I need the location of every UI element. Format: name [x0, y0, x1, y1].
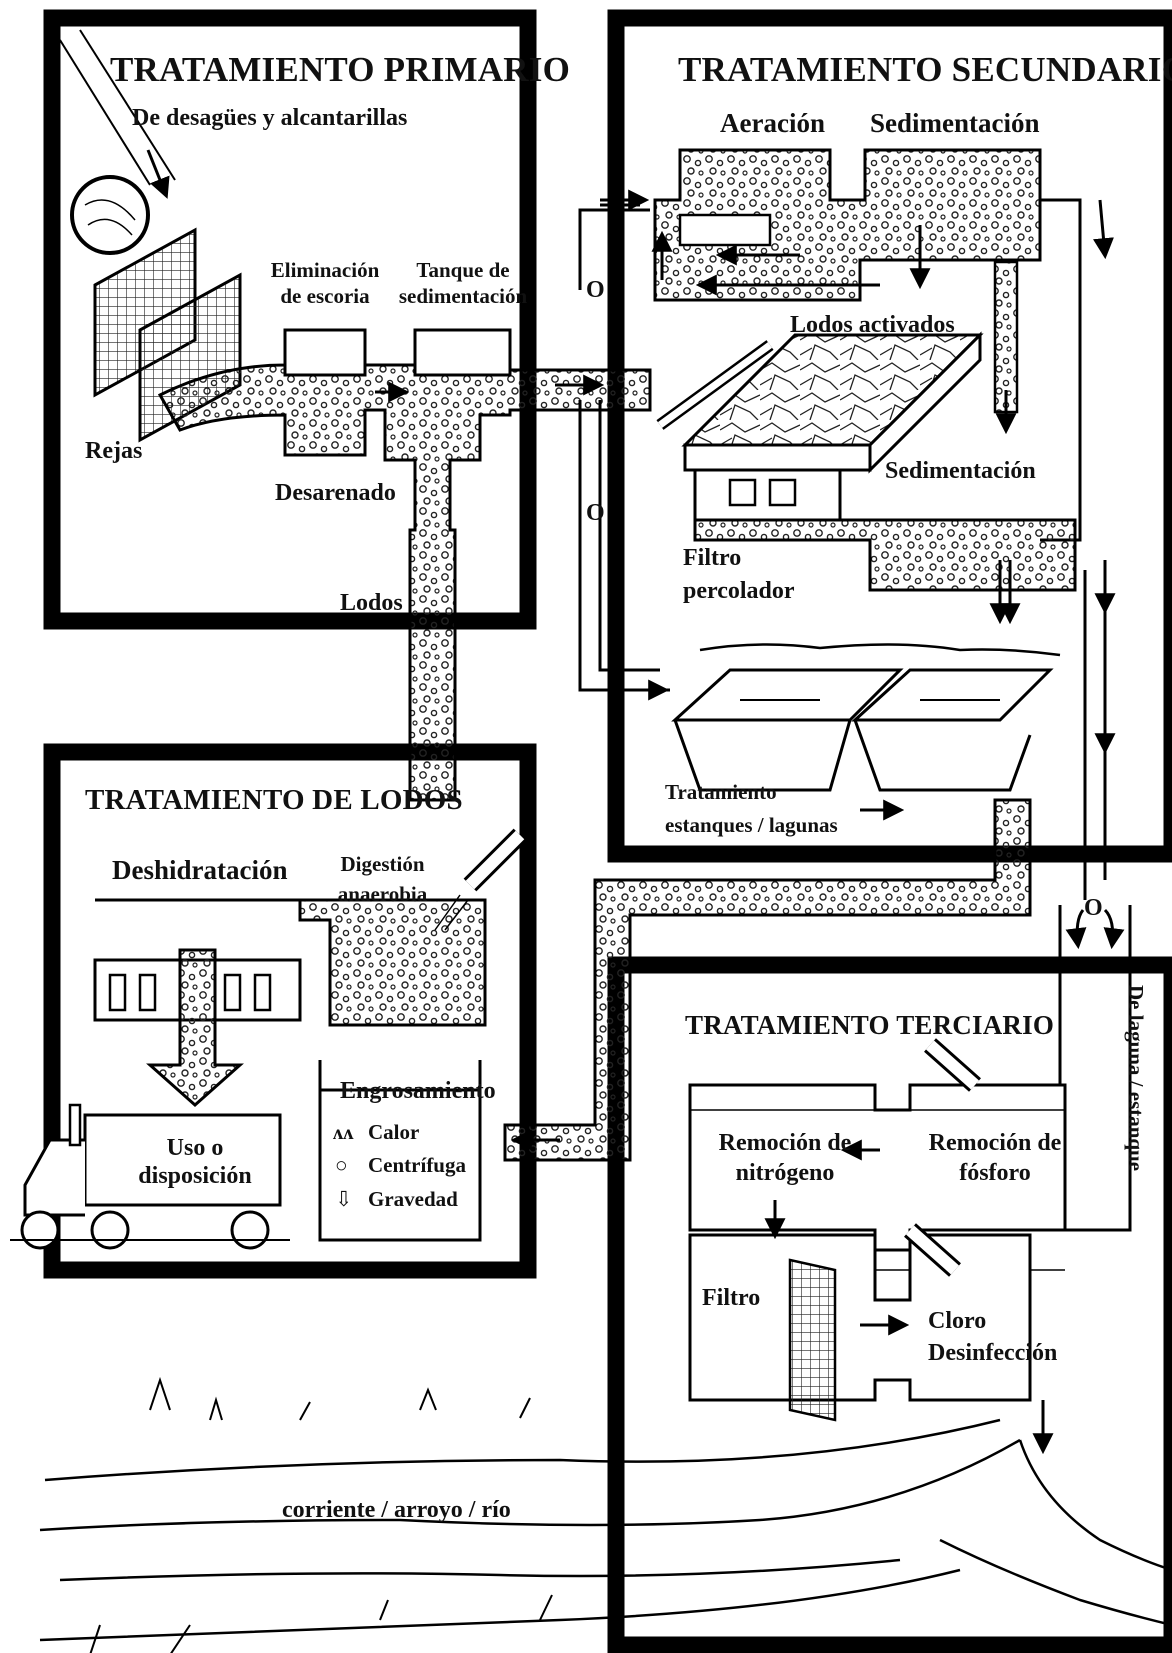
disinfection-label: Desinfección: [928, 1340, 1057, 1368]
heat-icon: ᴧᴧ: [333, 1120, 353, 1144]
river-label: corriente / arroyo / río: [282, 1497, 511, 1525]
ponds-label-l2: estanques / lagunas: [665, 813, 838, 837]
sedimentation-mid-label: Sedimentación: [885, 458, 1036, 486]
settling-tank-label-l1: Tanque de: [398, 258, 528, 282]
or-label-1: O: [586, 277, 605, 305]
activated-sludge-label: Lodos activados: [790, 312, 955, 340]
screens-label: Rejas: [85, 438, 142, 466]
inlet-label: De desagües y alcantarillas: [132, 105, 407, 133]
from-pond-label: De laguna / estanque: [1124, 985, 1148, 1171]
or-label-2: O: [586, 500, 605, 528]
tertiary-title: TRATAMIENTO TERCIARIO: [685, 1010, 1054, 1041]
heat-label: Calor: [368, 1120, 419, 1144]
grit-tank-top: [285, 330, 365, 375]
nitrogen-label-l2: nitrógeno: [705, 1160, 865, 1188]
digestion-label-l2: anaerobia: [330, 882, 435, 906]
centrifuge-icon: ○: [335, 1153, 348, 1177]
filter-mesh: [790, 1260, 835, 1420]
ponds-label-l1: Tratamiento: [665, 780, 777, 804]
centrifuge-label: Centrífuga: [368, 1153, 466, 1177]
trickling-filter-label-l2: percolador: [683, 578, 795, 606]
grit-removal-label-l1: Eliminación: [270, 258, 380, 282]
grit-removal-label-l2: de escoria: [270, 284, 380, 308]
trickling-filter-drawing: [660, 335, 980, 520]
secondary-title: TRATAMIENTO SECUNDARIO: [678, 50, 1172, 90]
chlorine-label: Cloro: [928, 1308, 986, 1336]
phosphorus-label-l2: fósforo: [920, 1160, 1070, 1188]
phosphorus-label-l1: Remoción de: [920, 1130, 1070, 1158]
use-label-l1: Uso o: [120, 1135, 270, 1163]
aeration-label: Aeración: [720, 108, 825, 139]
primary-channel: [160, 330, 650, 800]
dewatering-label: Deshidratación: [112, 855, 288, 886]
gravity-icon: ⇩: [335, 1187, 353, 1211]
nitrogen-label-l1: Remoción de: [705, 1130, 865, 1158]
sludge-title: TRATAMIENTO DE LODOS: [85, 784, 463, 817]
gravity-label: Gravedad: [368, 1187, 458, 1211]
filter-label: Filtro: [702, 1285, 760, 1313]
sedimentation-top-label: Sedimentación: [870, 108, 1040, 139]
degritting-label: Desarenado: [275, 480, 396, 508]
lagoon-drawing: [675, 644, 1060, 790]
settling-tank-label-l2: sedimentación: [398, 284, 528, 308]
river-drawing: [40, 1380, 1172, 1653]
primary-title: TRATAMIENTO PRIMARIO: [110, 50, 570, 90]
trickling-filter-label-l1: Filtro: [683, 545, 741, 573]
sludge-label: Lodos: [340, 590, 403, 618]
settling-tank-top: [415, 330, 510, 375]
tertiary-or-label: O: [1084, 895, 1103, 923]
use-label-l2: disposición: [120, 1163, 270, 1191]
digestion-label-l1: Digestión: [330, 852, 435, 876]
thickening-label: Engrosamiento: [340, 1078, 496, 1106]
